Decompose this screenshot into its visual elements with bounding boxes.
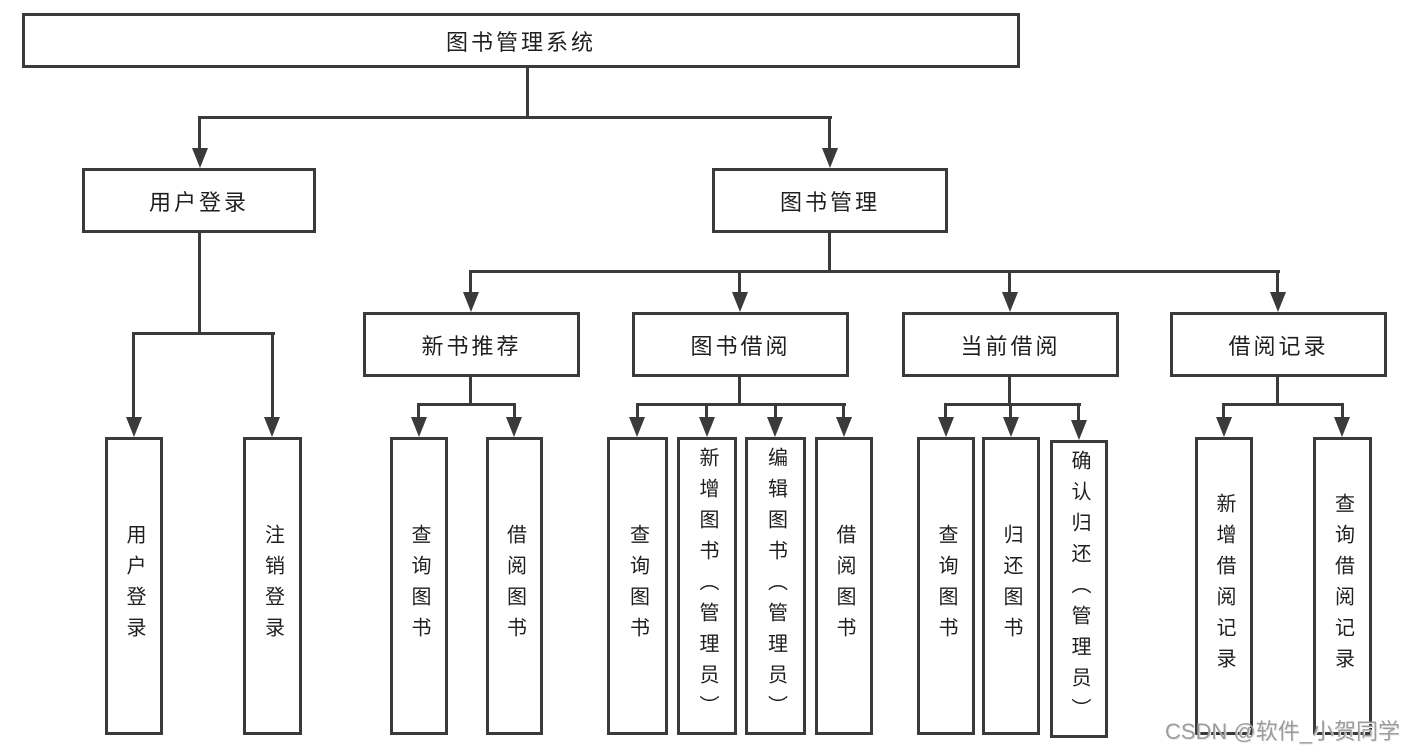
node-user-login: 用户登录 (82, 168, 316, 233)
arrowhead-icon (411, 417, 427, 437)
connector-line (738, 377, 741, 405)
connector-line (469, 270, 1280, 273)
connector-line (738, 270, 741, 294)
leaf-query-books-recommend-label: 查询图书 (408, 524, 430, 648)
node-new-book-recommend-label: 新书推荐 (421, 333, 522, 359)
leaf-borrow-books-recommend-label: 借阅图书 (503, 524, 526, 648)
connector-line (636, 403, 639, 419)
connector-line (513, 403, 516, 419)
connector-line (1009, 403, 1012, 419)
connector-line (198, 116, 832, 119)
node-book-management-label: 图书管理 (779, 189, 880, 215)
connector-line (1222, 403, 1344, 406)
arrowhead-icon (463, 292, 479, 312)
connector-line (1077, 403, 1080, 422)
connector-line (132, 332, 135, 419)
leaf-return-book-label: 归还图书 (1000, 524, 1022, 648)
leaf-add-book-admin: 新增图书（管理员） (677, 437, 737, 735)
connector-line (944, 403, 947, 419)
leaf-query-borrow-record-label: 查询借阅记录 (1331, 493, 1354, 679)
node-user-login-label: 用户登录 (148, 189, 249, 215)
connector-line (828, 233, 831, 272)
arrowhead-icon (699, 417, 715, 437)
node-new-book-recommend: 新书推荐 (363, 312, 580, 377)
node-borrow-records-label: 借阅记录 (1228, 333, 1329, 359)
arrowhead-icon (732, 292, 748, 312)
connector-line (132, 332, 275, 335)
leaf-borrow-books-label: 借阅图书 (833, 524, 855, 648)
connector-line (526, 68, 529, 119)
connector-line (944, 403, 1081, 406)
connector-line (417, 403, 420, 419)
arrowhead-icon (822, 148, 838, 168)
node-root-label: 图书管理系统 (445, 29, 596, 55)
connector-line (1222, 403, 1225, 419)
arrowhead-icon (192, 148, 208, 168)
node-borrow-records: 借阅记录 (1170, 312, 1387, 377)
arrowhead-icon (938, 417, 954, 437)
leaf-edit-book-admin: 编辑图书（管理员） (745, 437, 806, 735)
leaf-logout-login-label: 注销登录 (261, 524, 284, 648)
leaf-edit-book-admin-label: 编辑图书（管理员） (764, 446, 787, 726)
leaf-query-books-borrow-label: 查询图书 (626, 524, 649, 648)
leaf-query-books-current: 查询图书 (917, 437, 975, 735)
leaf-borrow-books: 借阅图书 (815, 437, 873, 735)
arrowhead-icon (126, 417, 142, 437)
arrowhead-icon (836, 417, 852, 437)
leaf-query-books-current-label: 查询图书 (935, 524, 957, 648)
leaf-confirm-return-admin: 确认归还（管理员） (1050, 440, 1108, 738)
leaf-return-book: 归还图书 (982, 437, 1040, 735)
arrowhead-icon (506, 417, 522, 437)
connector-line (1276, 377, 1279, 405)
connector-line (705, 403, 708, 419)
arrowhead-icon (1003, 417, 1019, 437)
arrowhead-icon (629, 417, 645, 437)
arrowhead-icon (767, 417, 783, 437)
node-book-borrow-label: 图书借阅 (690, 333, 791, 359)
arrowhead-icon (264, 417, 280, 437)
leaf-add-borrow-record: 新增借阅记录 (1195, 437, 1253, 735)
arrowhead-icon (1216, 417, 1232, 437)
connector-line (1276, 270, 1279, 294)
leaf-add-book-admin-label: 新增图书（管理员） (696, 446, 718, 726)
leaf-query-books-recommend: 查询图书 (390, 437, 448, 735)
node-book-management: 图书管理 (712, 168, 948, 233)
connector-line (198, 116, 201, 152)
arrowhead-icon (1071, 420, 1087, 440)
connector-line (469, 270, 472, 294)
leaf-user-login-label: 用户登录 (123, 524, 145, 648)
arrowhead-icon (1002, 292, 1018, 312)
csdn-watermark: CSDN @软件_小贺同学 (1164, 719, 1400, 744)
connector-line (842, 403, 845, 419)
connector-line (1008, 377, 1011, 405)
leaf-borrow-books-recommend: 借阅图书 (486, 437, 543, 735)
connector-line (636, 403, 846, 406)
node-book-borrow: 图书借阅 (632, 312, 849, 377)
connector-line (774, 403, 777, 419)
leaf-query-books-borrow: 查询图书 (607, 437, 668, 735)
arrowhead-icon (1270, 292, 1286, 312)
connector-line (271, 332, 274, 419)
connector-line (828, 116, 831, 152)
connector-line (417, 403, 516, 406)
node-current-borrow-label: 当前借阅 (960, 333, 1061, 359)
leaf-add-borrow-record-label: 新增借阅记录 (1213, 493, 1235, 679)
connector-line (198, 233, 201, 334)
connector-line (1008, 270, 1011, 294)
arrowhead-icon (1334, 417, 1350, 437)
leaf-user-login: 用户登录 (105, 437, 163, 735)
node-root: 图书管理系统 (22, 13, 1020, 68)
leaf-confirm-return-admin-label: 确认归还（管理员） (1068, 449, 1090, 729)
node-current-borrow: 当前借阅 (902, 312, 1119, 377)
leaf-query-borrow-record: 查询借阅记录 (1313, 437, 1372, 735)
connector-line (469, 377, 472, 405)
leaf-logout-login: 注销登录 (243, 437, 302, 735)
connector-line (1341, 403, 1344, 419)
